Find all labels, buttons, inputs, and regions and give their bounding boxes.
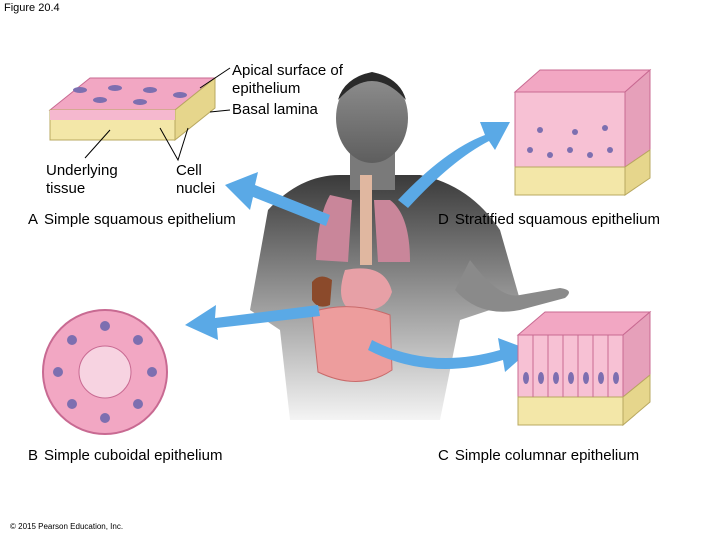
block-c-nuclei	[523, 372, 619, 384]
lung-right-icon	[374, 200, 410, 262]
label-nuclei-line2: nuclei	[176, 180, 216, 197]
caption-a-text: Simple squamous epithelium	[44, 211, 236, 228]
stomach-icon	[341, 268, 392, 311]
caption-b-text: Simple cuboidal epithelium	[44, 447, 223, 464]
caption-d-text: Stratified squamous epithelium	[454, 211, 660, 228]
leader-nuclei	[159, 127, 189, 162]
caption-c-letter: C	[438, 447, 449, 464]
organs	[311, 175, 410, 382]
arm	[455, 260, 569, 312]
label-apical-line1: Apical surface of	[232, 62, 343, 79]
block-c-cell-walls	[532, 335, 609, 397]
leader-underlying	[84, 129, 111, 159]
block-a-nuclei	[73, 85, 187, 105]
block-c-base-side	[622, 373, 651, 427]
tubule-nuclei	[53, 321, 157, 423]
caption-b: B Simple cuboidal epithelium	[28, 447, 222, 464]
leader-basal	[209, 109, 231, 113]
block-d-base	[514, 166, 626, 196]
label-apical-line2: epithelium	[232, 80, 301, 97]
label-underlying-line1: Underlying	[46, 162, 118, 179]
figure-label: Figure 20.4	[4, 2, 60, 14]
block-a-cell-layer	[50, 110, 175, 120]
intestines-icon	[311, 306, 393, 382]
caption-c: C Simple columnar epithelium	[438, 447, 639, 464]
caption-b-letter: B	[28, 447, 39, 464]
caption-c-text: Simple columnar epithelium	[454, 447, 640, 464]
tubule-lumen	[78, 345, 132, 399]
block-d-nuclei	[527, 125, 613, 158]
label-basal: Basal lamina	[232, 101, 318, 118]
block-c-front	[517, 334, 624, 398]
arrows	[185, 122, 530, 372]
copyright-notice: © 2015 Pearson Education, Inc.	[10, 522, 124, 531]
arrow-to-a-icon	[225, 172, 330, 226]
trachea-icon	[360, 175, 372, 265]
arrow-to-b-icon	[185, 305, 320, 340]
label-underlying-line2: tissue	[46, 180, 86, 197]
block-a-side	[174, 76, 216, 142]
block-c-base	[517, 396, 624, 426]
caption-a: A Simple squamous epithelium	[28, 211, 236, 228]
leader-apical	[199, 67, 231, 89]
caption-d: D Stratified squamous epithelium	[438, 211, 660, 228]
arrow-to-c-icon	[368, 338, 530, 372]
label-nuclei-line1: Cell	[176, 162, 202, 179]
head	[336, 73, 408, 163]
tissue-block-c	[516, 310, 652, 427]
hair	[338, 72, 406, 100]
caption-a-letter: A	[28, 211, 39, 228]
tissue-block-d	[513, 68, 652, 196]
liver-icon	[312, 276, 332, 307]
tissue-block-b	[42, 309, 168, 435]
lung-left-icon	[316, 195, 352, 262]
block-d-front	[514, 91, 626, 168]
caption-d-letter: D	[438, 211, 449, 228]
arrow-to-d-icon	[398, 122, 510, 208]
tissue-block-a	[48, 67, 231, 162]
block-d-base-side	[624, 149, 651, 196]
